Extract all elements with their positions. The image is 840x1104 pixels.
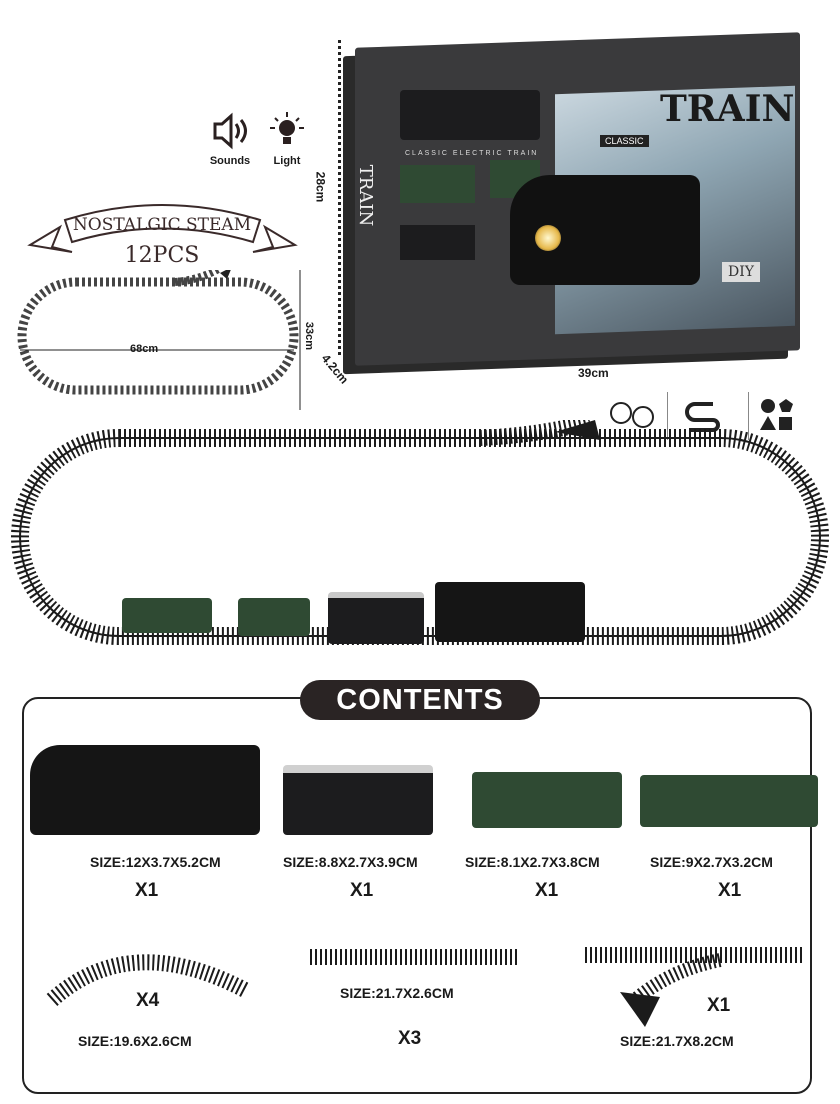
nostalgic-steam-banner: NOSTALGIC STEAM 12PCS: [27, 204, 298, 268]
passenger-car: [328, 592, 424, 644]
item-size: SIZE:21.7X2.6CM: [340, 985, 454, 1001]
straight-track-item: [310, 949, 520, 965]
banner-title: NOSTALGIC STEAM: [73, 215, 251, 235]
locomotive: [435, 582, 585, 642]
item-size: SIZE:8.8X2.7X3.9CM: [283, 854, 418, 870]
layout-width-label: 33cm: [303, 321, 316, 351]
ramp-track-item: [585, 947, 802, 1027]
locomotive-item: [30, 745, 260, 835]
banner-subtitle: 12PCS: [125, 243, 200, 268]
item-size: SIZE:9X2.7X3.2CM: [650, 854, 773, 870]
divider: [748, 392, 749, 440]
contents-title: CONTENTS: [300, 680, 540, 720]
box-depth-label: 4.2cm: [318, 351, 352, 387]
kids-age-icon: [610, 402, 654, 428]
passenger-car-item: [283, 765, 433, 835]
open-wagon: [122, 598, 212, 633]
layout-length-label: 68cm: [130, 343, 159, 355]
curved-track-item: [46, 954, 249, 1007]
item-size: SIZE:12X3.7X5.2CM: [90, 854, 221, 870]
box-loco-window: [400, 90, 540, 140]
box-height-label: 28cm: [313, 171, 328, 203]
box-width-label: 39cm: [578, 366, 609, 380]
item-size: SIZE:8.1X2.7X3.8CM: [465, 854, 600, 870]
speaker-icon: [213, 112, 247, 150]
box-height-line: [338, 40, 341, 355]
box-coach-window: [400, 225, 475, 260]
item-qty: X1: [707, 995, 731, 1016]
item-qty: X1: [350, 880, 374, 901]
box-wagon-window: [400, 165, 475, 203]
track-layout-diagram: [17, 270, 301, 410]
headlight-glow: [535, 225, 561, 251]
item-qty: X1: [535, 880, 559, 901]
box-side-text: TRAIN: [355, 164, 377, 227]
sounds-label: Sounds: [209, 155, 251, 167]
box-diy-badge: DIY: [722, 262, 760, 282]
lightbulb-icon: [270, 112, 304, 144]
item-qty: X1: [718, 880, 742, 901]
item-qty: X1: [135, 880, 159, 901]
track-assembly-icon: [685, 402, 720, 432]
box-badge: CLASSIC: [600, 135, 649, 147]
light-label: Light: [273, 155, 301, 167]
sounds-feature: Sounds: [205, 112, 255, 167]
box-title: TRAIN: [660, 88, 795, 130]
box-panel-text: CLASSIC ELECTRIC TRAIN: [405, 150, 539, 157]
shapes-icon: [760, 399, 793, 430]
light-feature: Light: [262, 110, 312, 167]
item-size: SIZE:19.6X2.6CM: [78, 1033, 192, 1049]
open-wagon-item: [640, 775, 818, 827]
divider: [667, 392, 668, 440]
item-qty: X4: [136, 990, 160, 1011]
item-qty: X3: [398, 1028, 422, 1049]
tender: [238, 598, 310, 636]
tender-item: [472, 772, 622, 828]
item-size: SIZE:21.7X8.2CM: [620, 1033, 734, 1049]
